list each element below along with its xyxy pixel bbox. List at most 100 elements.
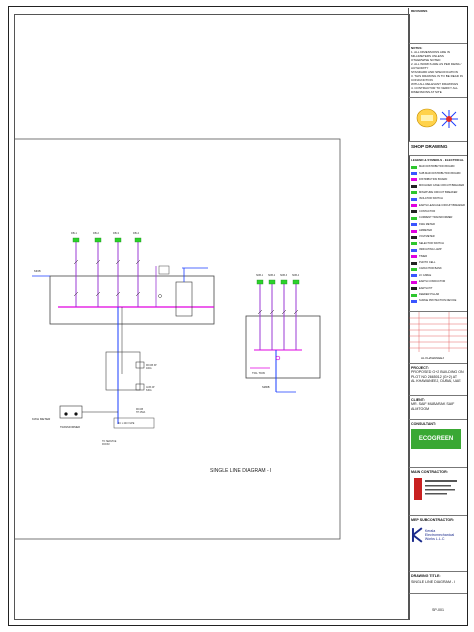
notes-heading: NOTES: [411,46,423,50]
sheet-title-box: DRAWING TITLE: SINGLE LINE DIAGRAM - I [409,572,467,594]
legend-item: FEEDER PILLAR [411,292,465,298]
legend-item: MINIATURE CIRCUIT BREAKER [411,190,465,196]
smdb-feeder-breakers [256,279,300,285]
client-line: MR. SAIF MUBARAK SAIF [411,402,455,407]
incomer-breaker-1 [135,361,145,369]
sheet-title: SINGLE LINE DIAGRAM - I [411,580,456,585]
stamp-box [409,98,467,142]
legend-item: VOLTMETER [411,234,465,240]
svg-text:DB-2: DB-2 [93,231,99,235]
legend-label: ISOLATOR SWITCH [419,197,443,201]
svg-text:ROOM: ROOM [102,443,109,446]
mdb-device [158,265,170,275]
project-box: PROJECT: PROPOSED G+2 BUILDING ON PLOT N… [409,364,467,396]
consultant-box: CONSULTANT: ECOGREEN [409,420,467,468]
consultant-logo: ECOGREEN [411,429,461,450]
outgoing-feeders [75,242,139,307]
legend-item: EARTH CONDUCTOR [411,279,465,285]
legend-label: FEEDER PILLAR [419,293,440,296]
note-line: 4. CONTRACTOR TO VERIFY ALL DIMENSIONS A… [411,86,458,94]
authority-stamp-icon [416,108,458,128]
legend-label: EARTH CONDUCTOR [419,280,446,284]
svg-text:SMDB: SMDB [262,385,270,389]
legend-symbol-icon [411,287,417,291]
incomer-panel [105,351,141,391]
subcontractor-name: Kerala Electromechanical [424,529,455,538]
legend-symbol-icon [411,248,417,252]
contractor-heading: MAIN CONTRACTOR: [411,470,448,474]
legend-symbol-icon [411,274,417,278]
legend-label: CAPACITOR BANK [419,267,442,271]
legend-item: SUB MAIN DISTRIBUTION BOARD [411,170,465,176]
legend-item: EARTH LEAKAGE CIRCUIT BREAKER [411,202,465,208]
status-box: SHOP DRAWING [409,142,467,156]
legend-item: INDICATING LAMP [411,247,465,253]
meter-label: KWH METER [32,417,51,421]
drawing-sheet [8,6,468,626]
mdb-left-tag: MDB [34,269,41,273]
client-heading: CLIENT: [411,398,425,402]
svg-text:SDB-3: SDB-3 [280,274,288,277]
svg-text:DB-1: DB-1 [71,231,77,235]
svg-text:TP 250A: TP 250A [136,411,146,414]
note-line: 1. ALL DIMENSIONS ARE IN MILLIMETERS UNL… [411,50,450,58]
project-line: AL KHAWANEEJ, DUBAI, UAE [411,379,461,384]
legend-item: PHOTO CELL [411,260,465,266]
svg-text:MCCB 3P: MCCB 3P [146,364,157,367]
legend-symbol-icon [411,229,417,233]
smdb-feeders [259,284,297,350]
legend-symbol-icon [411,261,417,265]
legend-symbol-icon [411,299,417,303]
svg-text:SDB-1: SDB-1 [256,274,264,277]
legend-label: VOLTMETER [419,235,435,239]
legend-item: AMMETER [411,228,465,234]
note-line: 3. THIS DRAWING IS TO BE READ IN CONJUNC… [411,74,463,82]
feeder-switch-marks [73,259,141,297]
legend-item: SURGE PROTECTION DEVICE [411,298,465,304]
svg-text:DB-4: DB-4 [133,231,139,235]
legend-label: MINIATURE CIRCUIT BREAKER [419,190,458,194]
legend-label: MOULDED CASE CIRCUIT BREAKER [419,184,465,188]
title-block: REVISIONS NOTES: 1. ALL DIMENSIONS ARE I… [408,8,467,620]
legend-label: SELECTOR SWITCH [419,241,444,245]
contractor-box: MAIN CONTRACTOR: [409,468,467,516]
legend-symbol-icon [411,184,417,188]
subcontractor-box: MEP SUBCONTRACTOR: Kerala Electromechani… [409,516,467,572]
svg-text:400A: 400A [146,367,152,370]
legend-symbol-icon [411,280,417,284]
legend-symbol-icon [411,242,417,246]
legend-symbol-icon [411,293,417,297]
panel-note: TOL 7KW [252,371,265,375]
status-label: SHOP DRAWING [411,144,448,149]
project-line: PLOT NO 2665012 (G+2) AT [411,374,458,379]
legend-label: SURGE PROTECTION DEVICE [419,299,457,303]
legend-symbol-icon [411,255,417,259]
drawing-title-visible: SINGLE LINE DIAGRAM - I [210,468,271,474]
revision-table: AL KHAWANEEJ [409,312,467,364]
plot-no: AL KHAWANEEJ [421,356,444,360]
legend-symbol-icon [411,191,417,195]
svg-text:4C x 240 XLPE: 4C x 240 XLPE [118,422,135,425]
legend-label: EARTH LEAKAGE CIRCUIT BREAKER [419,203,465,207]
viewport-border [14,138,341,540]
legend-item: KWH METER [411,222,465,228]
note-line: WITH ALL RELEVANT DRAWINGS [411,82,459,86]
single-line-diagram: MDB DB-1 DB-2 DB-3 DB-4 [14,138,341,540]
legend-label: CURRENT TRANSFORMER [419,216,453,220]
legend-label: CONTACTOR [419,209,436,213]
note-line: OTHERWISE NOTED [411,58,441,62]
notes-box: NOTES: 1. ALL DIMENSIONS ARE IN MILLIMET… [409,44,467,98]
transformer-label: TRANSFORMER [60,425,80,429]
legend-symbol-icon [411,223,417,227]
meter-box [59,405,83,419]
svg-text:MCCB: MCCB [136,408,143,411]
drawing-area-frame [14,14,410,620]
legend-item: MAIN DISTRIBUTION BOARD [411,164,465,170]
legend-label: LV CABLE [419,273,432,277]
revision-grid [409,312,467,352]
svg-text:SDB-2: SDB-2 [268,274,276,277]
legend-symbol-icon [411,165,417,169]
legend-label: INDICATING LAMP [419,248,442,252]
legend-symbol-icon [411,216,417,220]
legend-item: ISOLATOR SWITCH [411,196,465,202]
